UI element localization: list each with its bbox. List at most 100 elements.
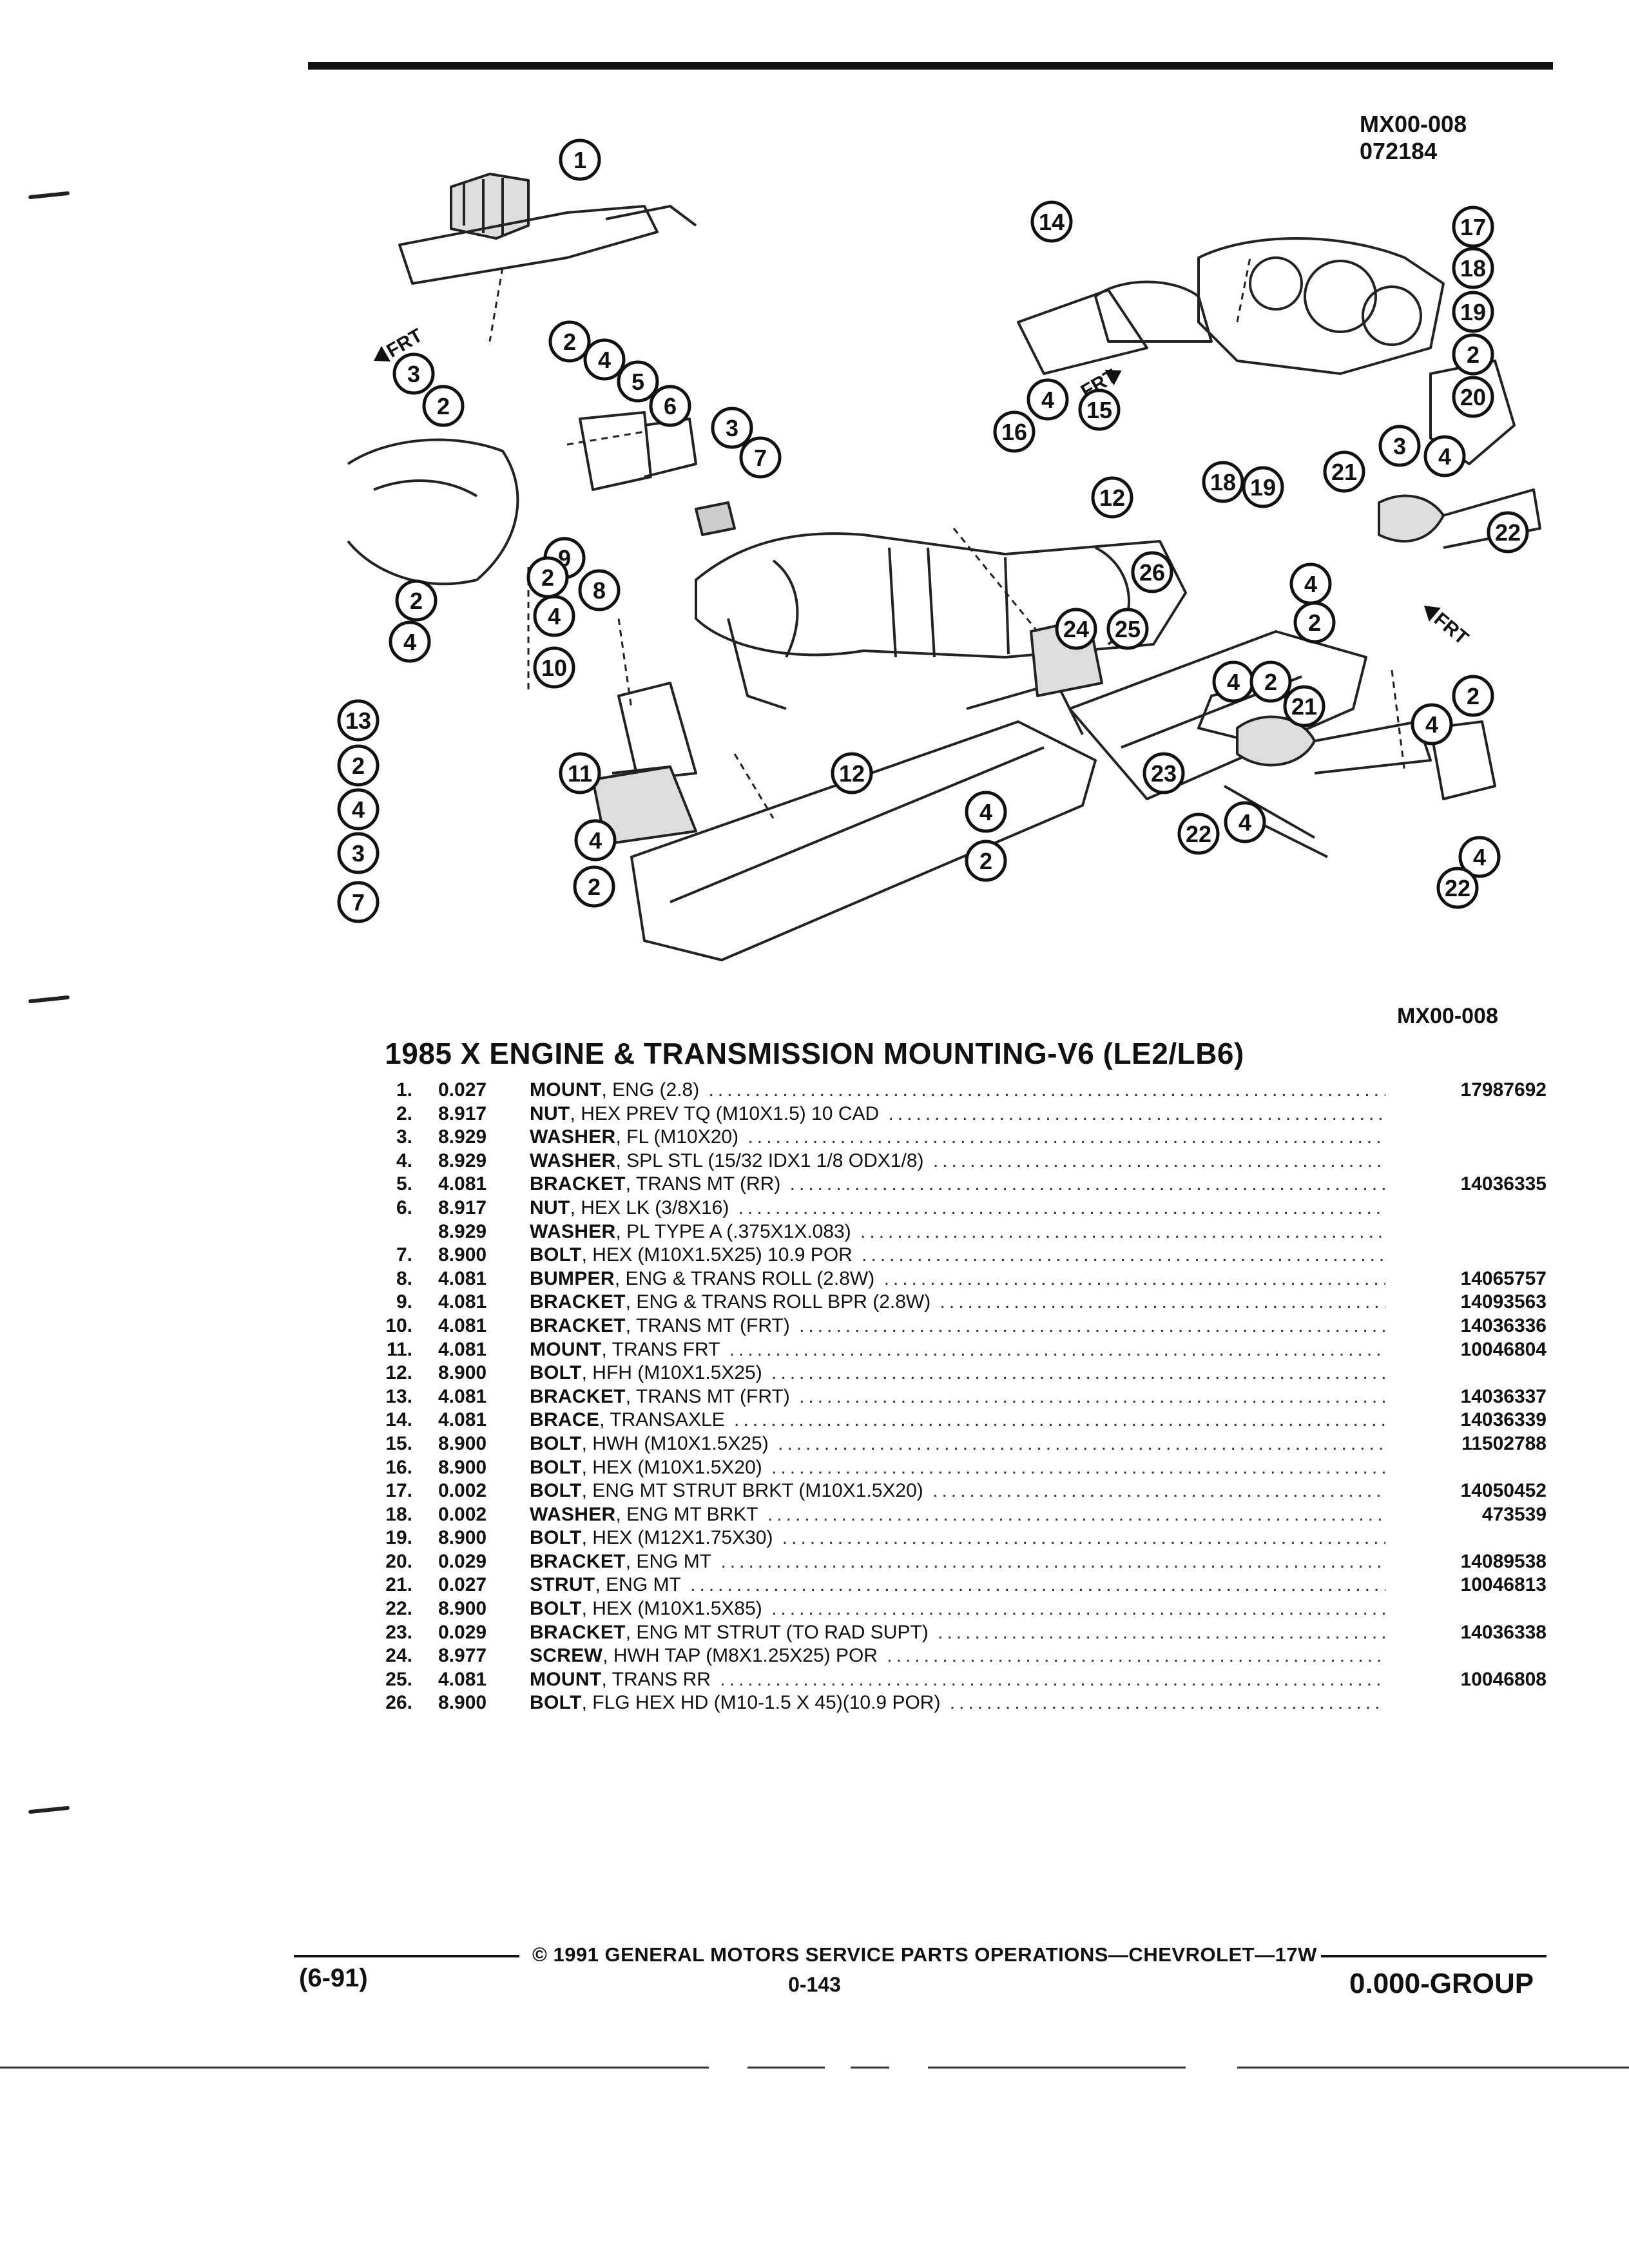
callout-circle — [617, 360, 659, 403]
callout-circle — [1487, 511, 1529, 553]
part-description: BOLT, HEX (M12X1.75X30) ................… — [530, 1526, 1385, 1550]
part-code: 0.002 — [438, 1503, 487, 1525]
callout-label: 18 — [1210, 469, 1236, 495]
part-number-index: 19. — [385, 1527, 412, 1549]
dot-leader: ........................................… — [888, 1102, 1386, 1124]
callout-15: 15 — [1078, 389, 1121, 431]
callout-23: 23 — [1142, 752, 1185, 794]
callout-label: 10 — [541, 655, 567, 681]
callout-3: 3 — [337, 832, 380, 874]
callout-label: 3 — [1393, 433, 1406, 459]
part-name: WASHER — [530, 1503, 616, 1525]
callout-circle — [1142, 752, 1185, 794]
part-spec: , TRANSAXLE — [599, 1409, 725, 1431]
part-name: STRUT — [530, 1574, 595, 1596]
callout-2: 2 — [337, 744, 380, 787]
part-number: 14036339 — [1460, 1409, 1547, 1431]
part-number: 14036338 — [1460, 1621, 1547, 1643]
figure-ref-code: MX00-008 — [1360, 111, 1467, 137]
callout-4: 4 — [389, 620, 431, 663]
callout-circle — [337, 832, 380, 874]
part-code: 4.081 — [438, 1409, 487, 1431]
part-description: MOUNT, ENG (2.8) .......................… — [530, 1079, 1385, 1102]
part-name: BRACKET — [530, 1550, 626, 1572]
dot-leader: ........................................… — [720, 1550, 1385, 1572]
callout-label: 2 — [1264, 669, 1277, 695]
callout-label: 2 — [352, 753, 365, 779]
part-description: SCREW, HWH TAP (M8X1.25X25) POR ........… — [530, 1644, 1385, 1668]
part-code: 4.081 — [438, 1267, 487, 1289]
callout-7: 7 — [739, 436, 782, 479]
callout-4: 4 — [337, 788, 380, 831]
part-number-index: 16. — [385, 1456, 412, 1478]
part-number-index: 1. — [396, 1079, 412, 1100]
callout-circle — [573, 865, 615, 908]
figure-ref-date: 072184 — [1360, 138, 1438, 164]
footer-rule — [1321, 1955, 1547, 1957]
part-description: BRACKET, TRANS MT (FRT) ................… — [530, 1385, 1385, 1409]
part-number: 14093563 — [1460, 1291, 1547, 1313]
dot-leader: ........................................… — [771, 1362, 1385, 1384]
part-name: WASHER — [530, 1126, 616, 1148]
part-description: BRACKET, TRANS MT (FRT) ................… — [530, 1314, 1385, 1338]
part-number: 10046813 — [1460, 1574, 1547, 1596]
callout-19: 19 — [1242, 466, 1284, 508]
callout-label: 14 — [1039, 209, 1065, 235]
engine-accessories-drawing — [1017, 237, 1445, 375]
dot-leader: ........................................… — [767, 1503, 1385, 1525]
callout-circle — [1323, 450, 1365, 493]
part-name: BOLT — [530, 1480, 582, 1502]
callout-13: 13 — [337, 699, 380, 742]
part-spec: , HFH (M10X1.5X25) — [581, 1362, 762, 1384]
binder-mark — [28, 191, 70, 200]
callout-circle — [831, 752, 873, 794]
part-description: BRACKET, ENG & TRANS ROLL BPR (2.8W) ...… — [530, 1291, 1385, 1314]
part-number: 14050452 — [1460, 1480, 1547, 1502]
callout-label: 3 — [407, 361, 420, 387]
engine-mount-1-drawing — [398, 173, 697, 285]
callout-label: 2 — [1467, 683, 1480, 709]
callout-circle — [1202, 461, 1244, 503]
part-code: 8.900 — [438, 1527, 487, 1549]
part-spec: , ENG & TRANS ROLL (2.8W) — [614, 1267, 875, 1289]
top-rule — [308, 62, 1553, 70]
callout-12: 12 — [831, 752, 873, 794]
callout-2: 2 — [1452, 675, 1494, 717]
callout-label: 2 — [437, 393, 450, 419]
callout-circle — [1027, 378, 1069, 421]
part-description: BRACKET, TRANS MT (RR) .................… — [530, 1173, 1385, 1196]
part-name: BRACKET — [530, 1385, 626, 1407]
part-code: 8.900 — [438, 1432, 487, 1454]
part-spec: , ENG MT BRKT — [615, 1503, 758, 1525]
part-spec: , SPL STL (15/32 IDX1 1/8 ODX1/8) — [615, 1149, 924, 1171]
dot-leader: ........................................… — [729, 1338, 1385, 1360]
callout-19: 19 — [1452, 291, 1494, 333]
callout-label: 13 — [345, 707, 371, 734]
callout-2: 2 — [395, 579, 438, 622]
callout-circle — [1411, 703, 1453, 745]
part-number-index: 26. — [385, 1692, 412, 1714]
part-number: 14036336 — [1460, 1314, 1547, 1336]
callout-circle — [392, 352, 435, 395]
part-code: 4.081 — [438, 1314, 487, 1336]
part-name: BRACKET — [530, 1173, 626, 1195]
callout-circle — [1436, 867, 1479, 909]
part-number-index: 20. — [385, 1550, 412, 1572]
dot-leader: ........................................… — [799, 1314, 1385, 1336]
part-number: 473539 — [1481, 1503, 1547, 1525]
part-spec: , FLG HEX HD (M10-1.5 X 45)(10.9 POR) — [581, 1692, 941, 1714]
part-spec: , ENG MT — [625, 1550, 712, 1572]
callout-circle — [1452, 333, 1494, 376]
part-number-index: 14. — [385, 1409, 412, 1431]
